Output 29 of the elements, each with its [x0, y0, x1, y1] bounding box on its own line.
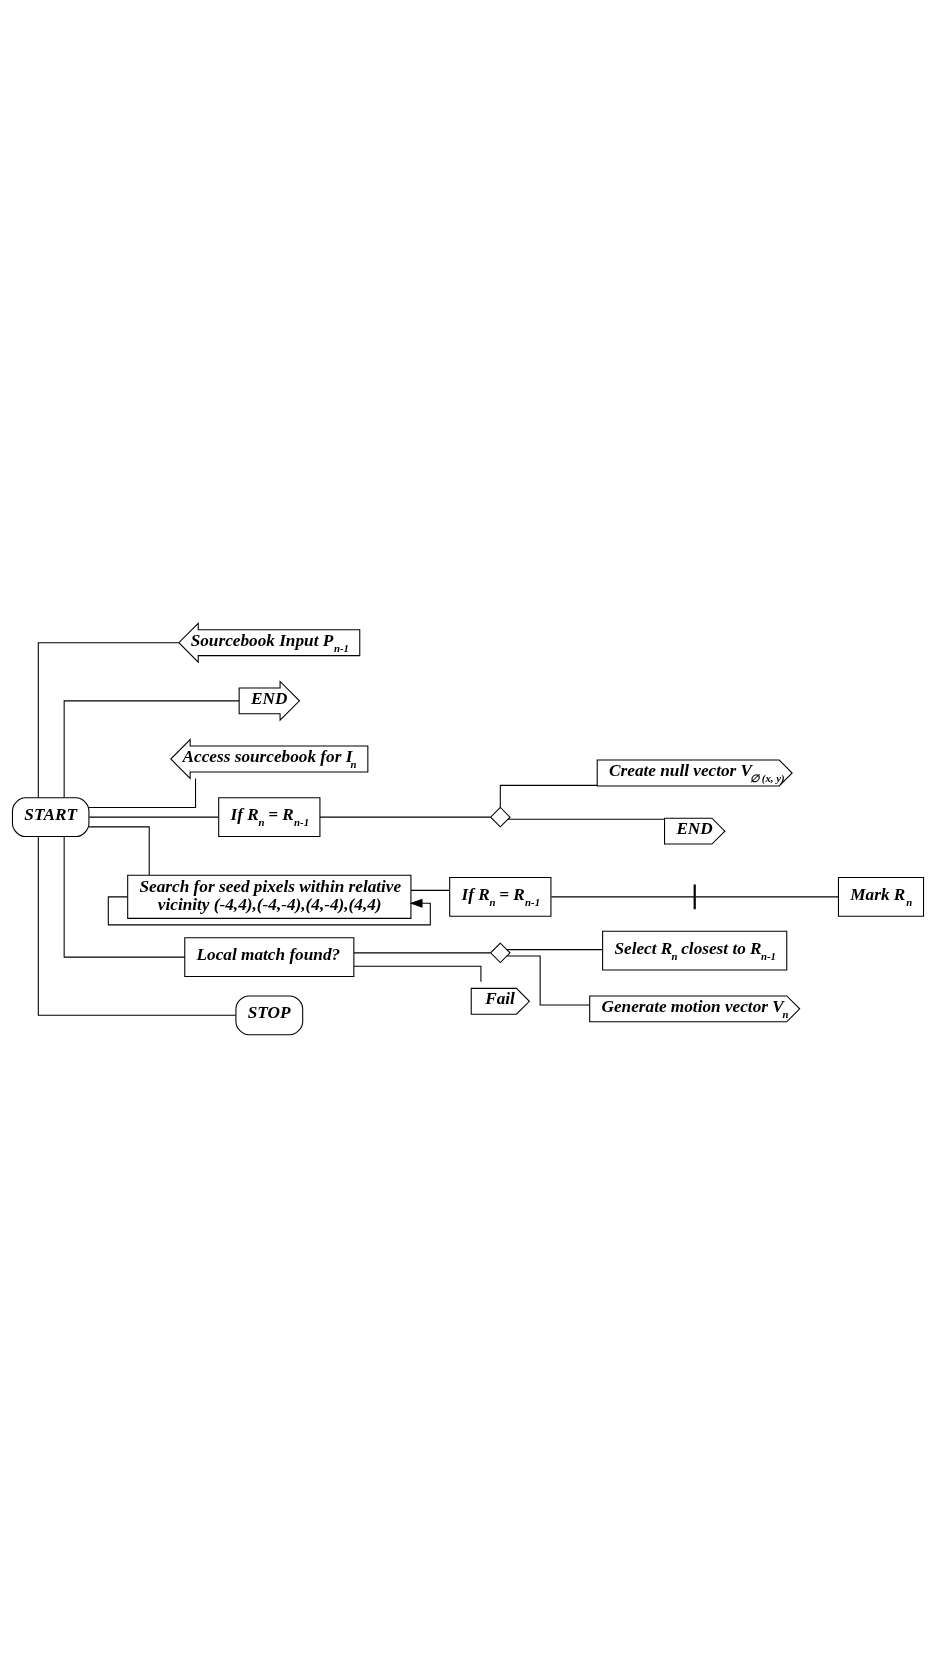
connector — [319, 816, 491, 818]
node-diamond — [489, 942, 511, 964]
connector — [506, 955, 590, 1006]
arrow — [107, 896, 431, 926]
connector — [37, 836, 237, 1016]
connector — [37, 642, 180, 798]
node-box: Search for seed pixels within relative vicinity (-4,4),(-4,-4),(4,-4),(4,4) — [127, 874, 412, 919]
connector — [353, 952, 491, 954]
connector — [63, 700, 240, 798]
node-box: If R$_{n}$ = R$_{n-1}$ — [449, 876, 552, 917]
connector — [63, 836, 186, 958]
node-box: Local match found? — [184, 937, 355, 978]
connector — [695, 896, 839, 898]
connector — [88, 826, 150, 876]
connector — [550, 896, 695, 898]
node-diamond — [489, 806, 511, 828]
node-box: Select R$_{n}$ closest to R$_{n-1}$ — [602, 930, 788, 971]
node-box: Mark R$_{n}$ — [837, 876, 925, 917]
node-box: START — [11, 797, 90, 838]
connector — [506, 949, 603, 951]
connector — [88, 816, 219, 818]
connector — [507, 818, 665, 820]
node-box: STOP — [235, 995, 304, 1036]
connector — [88, 777, 197, 808]
connector — [353, 965, 482, 983]
connector — [410, 889, 451, 891]
connector — [499, 784, 598, 808]
node-box: If R$_{n}$ = R$_{n-1}$ — [218, 797, 321, 838]
node-bar — [693, 884, 696, 910]
